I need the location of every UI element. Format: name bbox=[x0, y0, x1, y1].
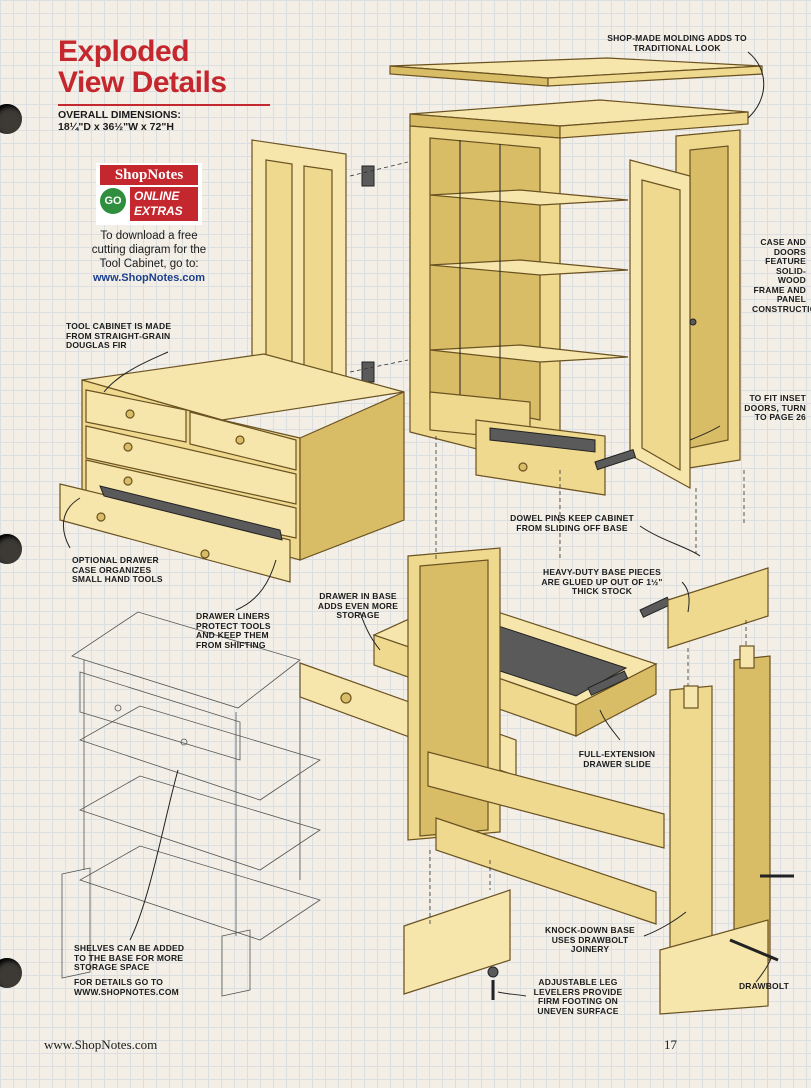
download-link[interactable]: www.ShopNotes.com bbox=[92, 272, 206, 284]
cabinet-top bbox=[409, 99, 749, 139]
molding-top bbox=[389, 57, 763, 87]
cabinet-drawer bbox=[429, 391, 637, 496]
callout-molding: SHOP-MADE MOLDING ADDS TO TRADITIONAL LO… bbox=[607, 33, 747, 53]
page-title: Exploded View Details bbox=[58, 36, 227, 98]
shelf-base-sketch bbox=[61, 611, 321, 997]
knock-down-base bbox=[403, 547, 794, 1015]
online-extras-label: ONLINE EXTRAS bbox=[130, 187, 198, 221]
callout-drawer-liners: DRAWER LINERS PROTECT TOOLS AND KEEP THE… bbox=[196, 611, 271, 650]
download-text: To download a free cutting diagram for t… bbox=[91, 230, 207, 270]
binder-hole-icon bbox=[0, 104, 22, 134]
callout-shelves: SHELVES CAN BE ADDED TO THE BASE FOR MOR… bbox=[74, 943, 185, 972]
download-note: To download a free cutting diagram for t… bbox=[86, 229, 212, 285]
dimensions-value: 18¼"D x 36½"W x 72"H bbox=[58, 121, 174, 133]
footer-url[interactable]: www.ShopNotes.com bbox=[44, 1037, 158, 1052]
binder-hole-icon bbox=[0, 958, 22, 988]
callout-drawer-slide: FULL-EXTENSION DRAWER SLIDE bbox=[578, 749, 656, 769]
callout-leaders bbox=[62, 51, 773, 997]
callout-knock-down-base: KNOCK-DOWN BASE USES DRAWBOLT JOINERY bbox=[545, 925, 635, 954]
callout-heavy-duty-base: HEAVY-DUTY BASE PIECES ARE GLUED UP OUT … bbox=[541, 567, 663, 596]
left-door bbox=[251, 139, 375, 391]
callout-drawer-case: OPTIONAL DRAWER CASE ORGANIZES SMALL HAN… bbox=[72, 555, 163, 584]
online-extras-badge[interactable]: ShopNotes GO ONLINE EXTRAS bbox=[96, 163, 202, 225]
right-door bbox=[629, 159, 697, 490]
drawer-case bbox=[59, 353, 405, 583]
cabinet-case bbox=[409, 125, 741, 471]
go-icon: GO bbox=[100, 188, 126, 214]
callout-case-doors: CASE AND DOORS FEATURE SOLID-WOOD FRAME … bbox=[752, 237, 811, 314]
callout-douglas-fir: TOOL CABINET IS MADE FROM STRAIGHT-GRAIN… bbox=[66, 321, 172, 350]
explosion-lines bbox=[349, 161, 747, 926]
page-number: 17 bbox=[664, 1037, 677, 1052]
title-line-2: View Details bbox=[58, 66, 227, 99]
callout-base-drawer: DRAWER IN BASE ADDS EVEN MORE STORAGE bbox=[317, 591, 399, 620]
dimensions-label: OVERALL DIMENSIONS: bbox=[58, 109, 181, 121]
binder-hole-icon bbox=[0, 534, 22, 564]
title-line-1: Exploded bbox=[58, 35, 190, 68]
callout-drawbolt: DRAWBOLT bbox=[738, 981, 790, 991]
title-rule bbox=[58, 104, 270, 106]
overall-dimensions: OVERALL DIMENSIONS: 18¼"D x 36½"W x 72"H bbox=[58, 109, 181, 133]
shopnotes-logo: ShopNotes bbox=[100, 165, 198, 185]
callout-details: FOR DETAILS GO TO WWW.SHOPNOTES.COM bbox=[74, 977, 179, 997]
callout-leg-levelers: ADJUSTABLE LEG LEVELERS PROVIDE FIRM FOO… bbox=[533, 977, 623, 1016]
callout-inset-doors: TO FIT INSET DOORS, TURN TO PAGE 26 bbox=[744, 393, 806, 422]
callout-dowel-pins: DOWEL PINS KEEP CABINET FROM SLIDING OFF… bbox=[510, 513, 634, 533]
